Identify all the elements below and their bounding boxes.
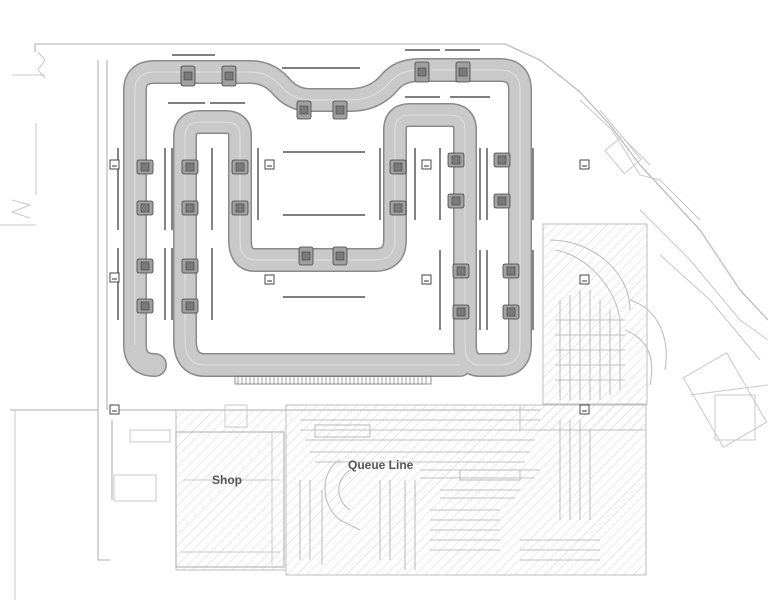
shop-room — [129, 404, 285, 568]
kart-track — [123, 58, 532, 385]
karts — [136, 61, 520, 320]
marker-posts — [109, 159, 590, 415]
queue-line-label: Queue Line — [348, 458, 414, 472]
shop-label: Shop — [212, 473, 242, 487]
queue-line-paths — [299, 239, 667, 570]
barriers — [117, 49, 534, 330]
hatched-areas — [175, 223, 648, 576]
